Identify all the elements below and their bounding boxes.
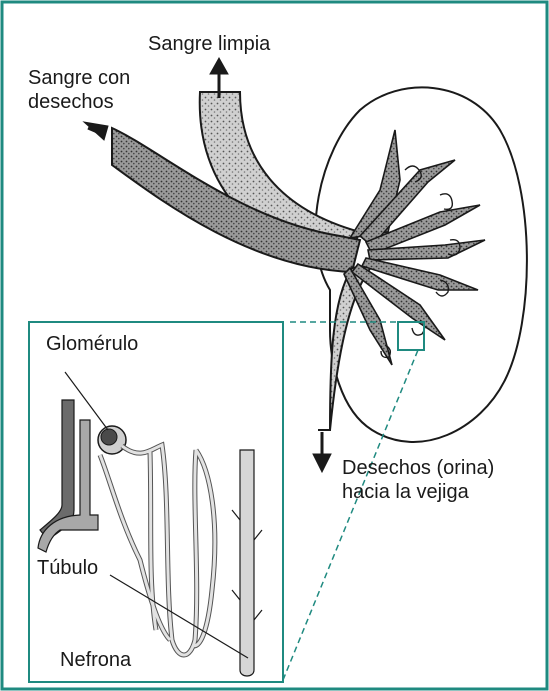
label-waste-line2: hacia la vejiga	[342, 480, 494, 504]
label-dirty-blood-line1: Sangre con	[28, 66, 130, 90]
arrow-in	[84, 122, 108, 140]
label-nephron: Nefrona	[60, 648, 131, 672]
label-clean-blood: Sangre limpia	[148, 32, 270, 56]
label-dirty-blood: Sangre con desechos	[28, 66, 130, 114]
label-dirty-blood-line2: desechos	[28, 90, 130, 114]
label-waste: Desechos (orina) hacia la vejiga	[342, 456, 494, 504]
arrow-down	[313, 432, 331, 472]
label-glomerulus: Glomérulo	[46, 332, 138, 356]
label-waste-line1: Desechos (orina)	[342, 456, 494, 480]
label-tubule: Túbulo	[37, 556, 98, 580]
